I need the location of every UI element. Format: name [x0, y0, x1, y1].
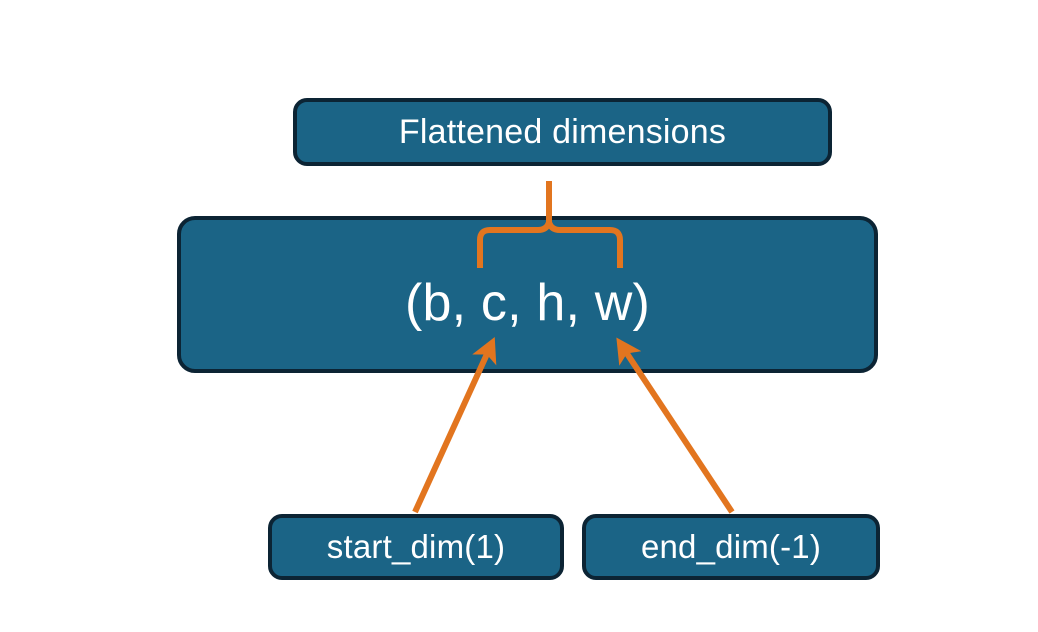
node-flattened-dimensions[interactable]: Flattened dimensions	[293, 98, 832, 166]
node-tensor-shape[interactable]: (b, c, h, w)	[177, 216, 878, 373]
node-end-dim-label: end_dim(-1)	[640, 528, 822, 565]
node-start-dim-label: start_dim(1)	[326, 528, 506, 565]
node-end-dim[interactable]: end_dim(-1)	[582, 514, 880, 580]
node-tensor-shape-label: (b, c, h, w)	[404, 273, 651, 332]
node-start-dim[interactable]: start_dim(1)	[268, 514, 564, 580]
node-flattened-dimensions-label: Flattened dimensions	[398, 112, 727, 151]
